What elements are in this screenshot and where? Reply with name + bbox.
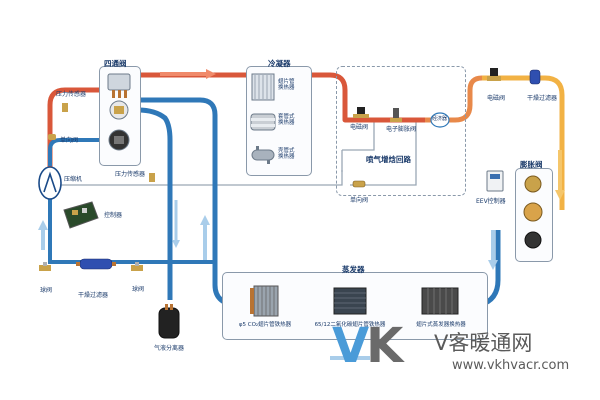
co2-finned-tube-evaporator-icon xyxy=(333,287,367,315)
solenoid-valve-right-icon xyxy=(487,68,501,81)
fin-evaporator-icon xyxy=(421,287,459,315)
compressor-icon xyxy=(38,166,62,200)
condenser-title: 冷凝器 xyxy=(268,59,291,68)
pressure-sensor-mid-icon xyxy=(149,173,155,182)
cold-pipe-liquid-return xyxy=(48,198,215,264)
ball-valve-left-label: 球阀 xyxy=(40,287,53,294)
injection-loop-box xyxy=(336,66,466,196)
eev-controller-icon xyxy=(486,170,504,192)
economizer-label: 经济器 xyxy=(432,116,448,122)
solenoid-valve-loop-icon xyxy=(353,107,369,118)
controller-label: 控制器 xyxy=(104,212,123,219)
solenoid-valve-loop-label: 电磁阀 xyxy=(350,124,369,131)
flow-arrow-liquid-head xyxy=(555,190,565,200)
cold-pipe-evaporator-return xyxy=(140,97,501,308)
flow-arrow-cold-up-head xyxy=(200,215,210,225)
flow-arrow-left-up-head xyxy=(38,220,48,230)
cold-pipe-compressor-suction xyxy=(48,138,110,166)
tube-in-tube-heat-exchanger-label: 套管式换热器 xyxy=(278,114,295,127)
dryer-filter-left-icon xyxy=(76,258,116,270)
fin-tube-heat-exchanger-label: 翅片管换热器 xyxy=(278,79,295,92)
check-valve-label: 单向阀 xyxy=(60,137,79,144)
injection-branch xyxy=(342,120,375,151)
dryer-filter-right-label: 干燥过滤器 xyxy=(527,95,558,102)
solenoid-valve-right-label: 电磁阀 xyxy=(487,95,506,102)
electronic-expansion-valve-label: 电子膨胀阀 xyxy=(386,126,417,133)
co2-fin-tube-evaporator-icon xyxy=(250,285,279,317)
flow-arrow-hot-head xyxy=(206,69,216,79)
pressure-sensor-top-label: 压力传感器 xyxy=(56,91,87,98)
watermark-site-name: V客暖通网 xyxy=(434,331,533,355)
fin-evaporator-label: 翅片式蒸发器换热器 xyxy=(416,322,466,328)
vk-watermark-logo: VK xyxy=(332,318,403,374)
watermark-url: www.vkhvacr.com xyxy=(452,358,570,373)
check-valve-loop-label: 单向阀 xyxy=(350,197,369,204)
economizer-return xyxy=(350,120,417,186)
four-way-valve-title: 四通阀 xyxy=(104,59,127,68)
ball-valve-right-label: 球阀 xyxy=(132,286,145,293)
ball-valve-left-icon xyxy=(39,262,51,271)
dryer-filter-left-label: 干燥过滤器 xyxy=(78,292,109,299)
cold-pipe-to-separator xyxy=(137,107,173,300)
ball-valve-right-icon xyxy=(131,262,143,271)
hot-pipe-condenser-out xyxy=(308,72,425,123)
pressure-sensor-top-icon xyxy=(62,103,68,112)
warm-pipe xyxy=(425,75,483,123)
compressor-label: 压缩机 xyxy=(64,176,83,183)
shell-tube-heat-exchanger-icon xyxy=(251,146,275,164)
fin-tube-heat-exchanger-icon xyxy=(251,73,275,101)
expansion-valve-icons xyxy=(523,175,543,249)
tube-in-tube-heat-exchanger-icon xyxy=(250,113,276,131)
hot-pipe-discharge xyxy=(47,87,113,175)
injection-line xyxy=(58,170,343,186)
expansion-valve-title: 膨胀阀 xyxy=(520,160,543,169)
economizer-icon xyxy=(430,112,450,128)
dryer-filter-right-icon xyxy=(529,69,541,85)
electronic-expansion-valve-icon xyxy=(390,108,402,122)
controller-icon xyxy=(63,201,99,229)
gas-liquid-separator-icon xyxy=(158,304,180,339)
eev-controller-label: EEV控制器 xyxy=(476,198,506,205)
injection-loop-title: 喷气增焓回路 xyxy=(366,155,411,164)
flow-arrow-cold-down-head xyxy=(488,260,498,270)
co2-finned-tube-evaporator-label: 65/12二氧化碳翅片管铁热器 xyxy=(314,322,386,328)
check-valve-icon xyxy=(48,134,56,140)
shell-tube-heat-exchanger-label: 壳管式换热器 xyxy=(278,148,295,161)
flow-arrow-separator-head xyxy=(172,240,180,248)
check-valve-loop-icon xyxy=(352,180,366,188)
liquid-pipe xyxy=(482,75,565,210)
four-way-valve-icon xyxy=(107,73,131,151)
gas-liquid-separator-label: 气液分离器 xyxy=(154,345,185,352)
co2-fin-tube-evaporator-label: φ5 CO₂翅片管铁热器 xyxy=(238,322,292,328)
evaporator-title: 蒸发器 xyxy=(342,265,365,274)
pressure-sensor-mid-label: 压力传感器 xyxy=(115,171,146,178)
